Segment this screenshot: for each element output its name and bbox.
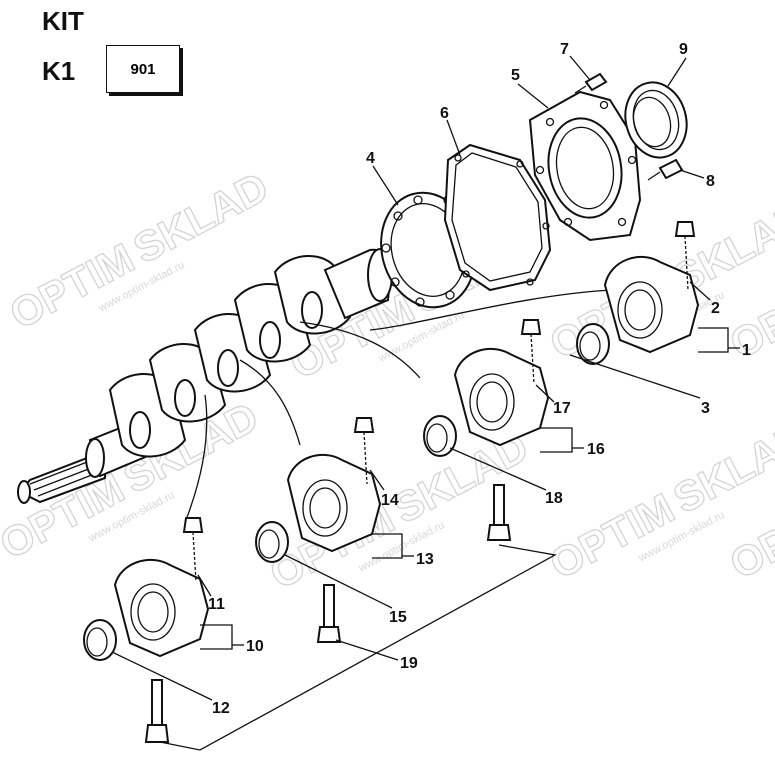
k1-label: K1 <box>42 56 76 86</box>
callout-9: 9 <box>679 41 688 58</box>
callout-10: 10 <box>246 638 264 655</box>
callout-8: 8 <box>706 173 715 190</box>
crankshaft <box>17 248 393 504</box>
callout-16: 16 <box>587 441 605 458</box>
callout-labels: 1 2 3 4 5 6 7 8 9 10 11 12 13 14 15 16 1… <box>208 41 751 717</box>
kit-number: 901 <box>130 60 156 78</box>
part-6-gasket <box>443 143 552 292</box>
callout-19: 19 <box>400 655 418 672</box>
kit-number-box: 901 <box>106 45 180 93</box>
part-10-bearing-cap <box>113 558 210 658</box>
part-17-bolt <box>520 319 542 385</box>
kit-label: KIT <box>42 6 84 36</box>
callout-2: 2 <box>711 300 720 317</box>
callout-13: 13 <box>416 551 434 568</box>
part-15-bolt <box>316 584 342 643</box>
callout-1: 1 <box>742 342 751 359</box>
part-5-housing <box>528 90 642 242</box>
part-13-bearing-cap <box>286 453 382 553</box>
part-9-seal <box>624 81 688 159</box>
leader-lines <box>111 55 740 751</box>
part-18-bolt <box>486 484 512 541</box>
part-16-bearing-cap <box>453 348 550 447</box>
part-2-bolt <box>674 221 696 291</box>
callout-4: 4 <box>366 150 375 167</box>
watermark-brand: SKLAD <box>126 163 276 272</box>
callout-15: 15 <box>389 609 407 626</box>
callout-11: 11 <box>208 596 225 613</box>
part-14-bolt <box>353 417 375 485</box>
watermark-brand: SKLAD <box>666 413 775 522</box>
part-12-bolt <box>144 679 170 743</box>
watermark-brand: OPTIM <box>2 234 141 338</box>
part-1-bearing-cap <box>603 256 700 354</box>
callout-17: 17 <box>553 400 571 417</box>
callout-18: 18 <box>545 490 563 507</box>
callout-12: 12 <box>212 700 230 717</box>
callout-14: 14 <box>381 492 399 509</box>
part-12-shell <box>83 619 117 661</box>
part-3-shell <box>576 323 610 365</box>
callout-6: 6 <box>440 105 449 122</box>
part-7-bolt <box>574 72 608 94</box>
part-18-shell <box>423 415 457 457</box>
part-11-bolt <box>182 517 204 583</box>
watermark-brand: OPTIM <box>542 484 681 588</box>
callout-3: 3 <box>701 400 710 417</box>
part-8-bolt <box>647 158 684 181</box>
assembly-leaders <box>185 289 613 521</box>
callout-7: 7 <box>560 41 569 58</box>
part-15-shell <box>255 521 289 563</box>
callout-5: 5 <box>511 67 520 84</box>
